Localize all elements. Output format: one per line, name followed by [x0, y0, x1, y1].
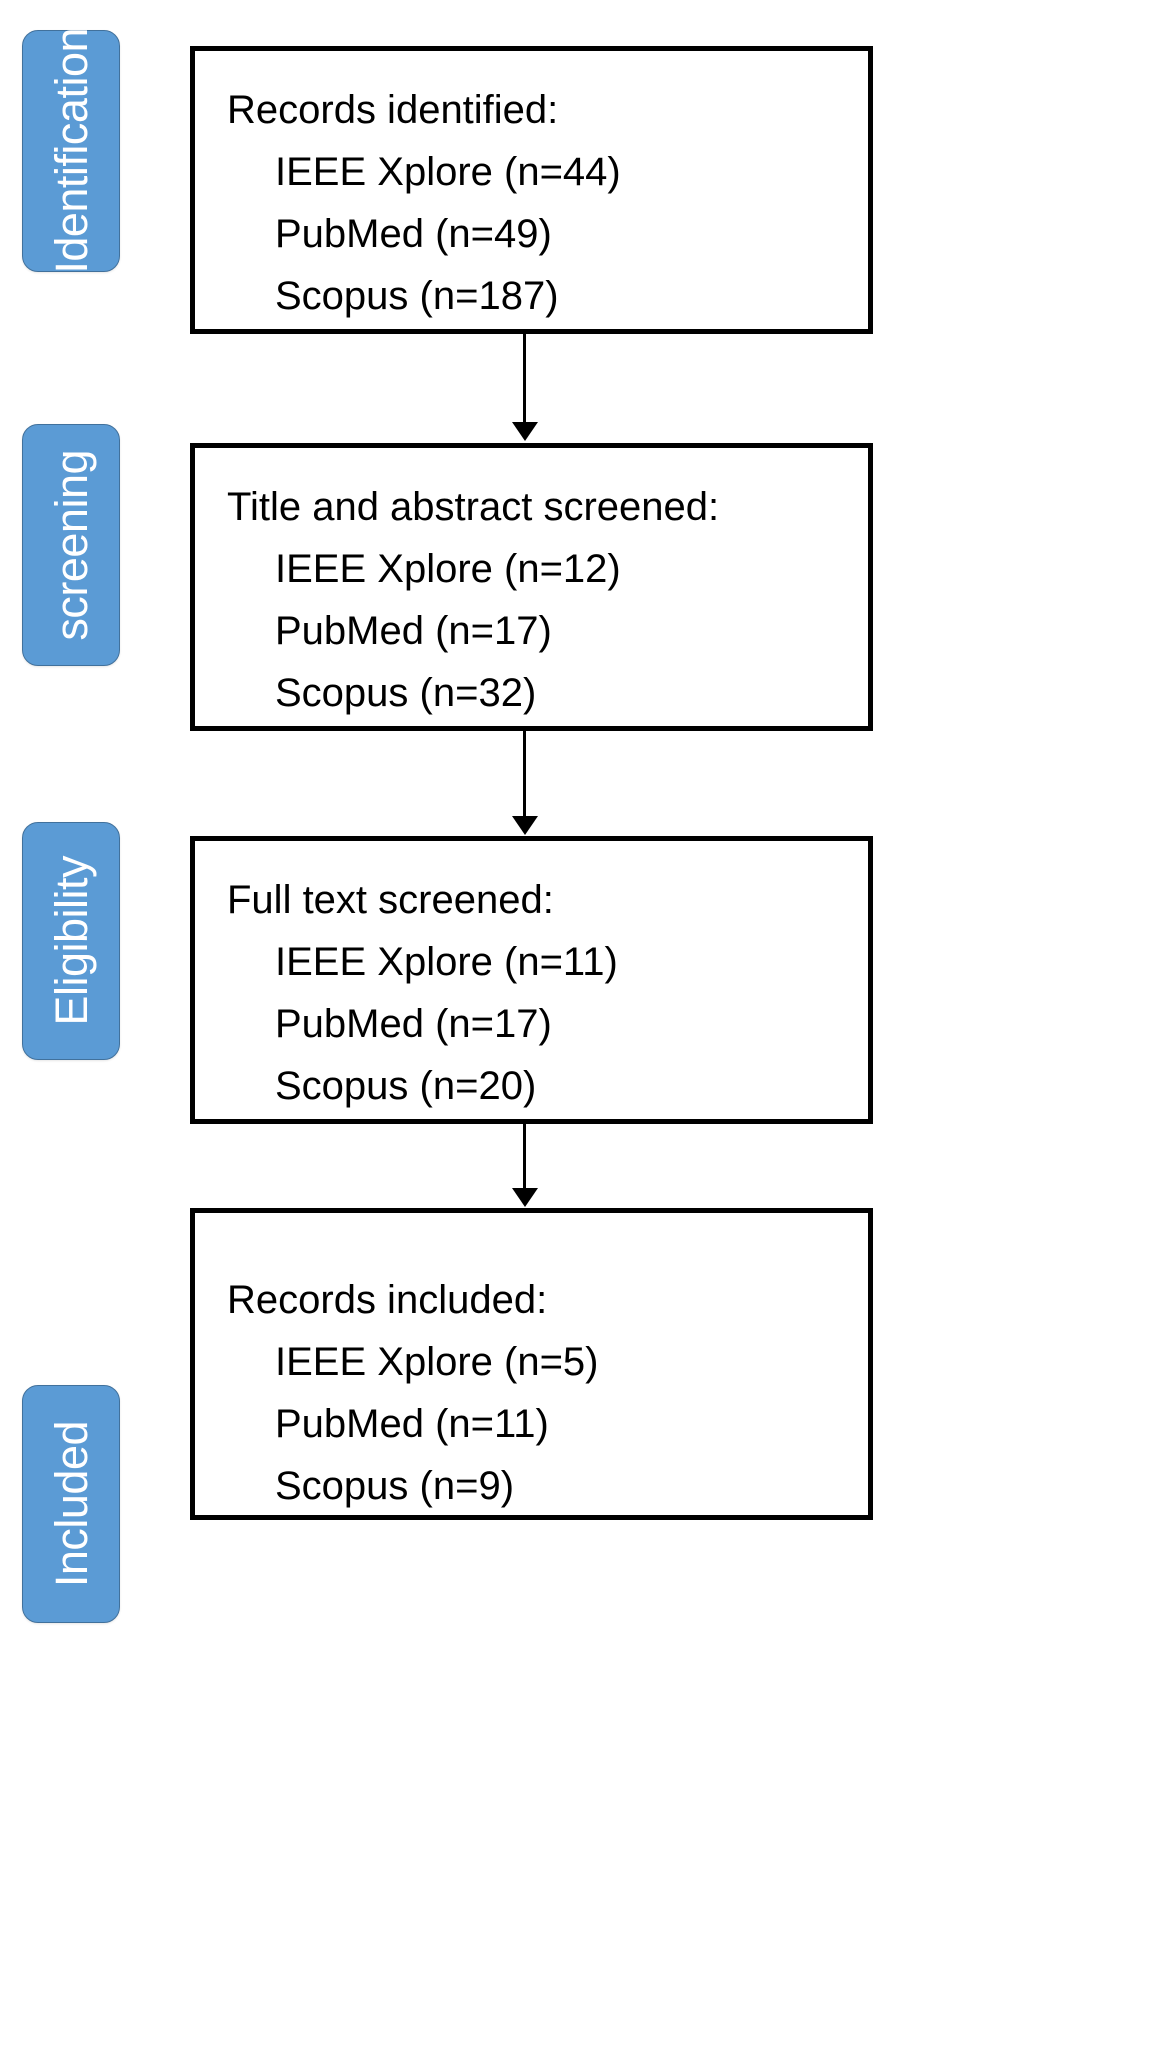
arrow-identification-to-screening — [523, 334, 526, 424]
box-item-pubmed: PubMed (n=49) — [275, 212, 552, 256]
box-item-pubmed: PubMed (n=17) — [275, 609, 552, 653]
process-box-records-identified: Records identified: IEEE Xplore (n=44) P… — [190, 46, 873, 334]
process-box-records-included: Records included: IEEE Xplore (n=5) PubM… — [190, 1208, 873, 1520]
stage-label-text: Included — [45, 1420, 97, 1588]
stage-label-text: Eligibility — [45, 856, 97, 1026]
box-item-ieee: IEEE Xplore (n=44) — [275, 150, 621, 194]
stage-label-identification: Identification — [22, 28, 120, 274]
box-item-scopus: Scopus (n=32) — [275, 671, 537, 715]
stage-label-text: Identification — [45, 28, 97, 274]
box-item-scopus: Scopus (n=187) — [275, 274, 559, 318]
box-heading: Full text screened: — [227, 878, 554, 922]
box-item-scopus: Scopus (n=20) — [275, 1064, 537, 1108]
box-content: Records included: IEEE Xplore (n=5) PubM… — [227, 1269, 858, 1517]
arrow-screening-to-eligibility — [523, 731, 526, 818]
box-item-pubmed: PubMed (n=17) — [275, 1002, 552, 1046]
box-heading: Records included: — [227, 1278, 548, 1322]
box-item-ieee: IEEE Xplore (n=5) — [275, 1340, 599, 1384]
stage-label-eligibility: Eligibility — [22, 822, 120, 1060]
box-heading: Title and abstract screened: — [227, 485, 720, 529]
box-heading: Records identified: — [227, 88, 559, 132]
process-box-title-abstract-screened: Title and abstract screened: IEEE Xplore… — [190, 443, 873, 731]
box-item-pubmed: PubMed (n=11) — [275, 1402, 549, 1446]
box-content: Records identified: IEEE Xplore (n=44) P… — [227, 79, 858, 327]
stage-label-screening: screening — [22, 424, 120, 666]
box-item-ieee: IEEE Xplore (n=12) — [275, 547, 621, 591]
box-content: Title and abstract screened: IEEE Xplore… — [227, 476, 858, 724]
box-item-ieee: IEEE Xplore (n=11) — [275, 940, 618, 984]
box-content: Full text screened: IEEE Xplore (n=11) P… — [227, 869, 858, 1117]
stage-label-text: screening — [45, 449, 97, 641]
stage-label-included: Included — [22, 1385, 120, 1623]
arrow-eligibility-to-included — [523, 1124, 526, 1190]
box-item-scopus: Scopus (n=9) — [275, 1464, 515, 1508]
process-box-full-text-screened: Full text screened: IEEE Xplore (n=11) P… — [190, 836, 873, 1124]
